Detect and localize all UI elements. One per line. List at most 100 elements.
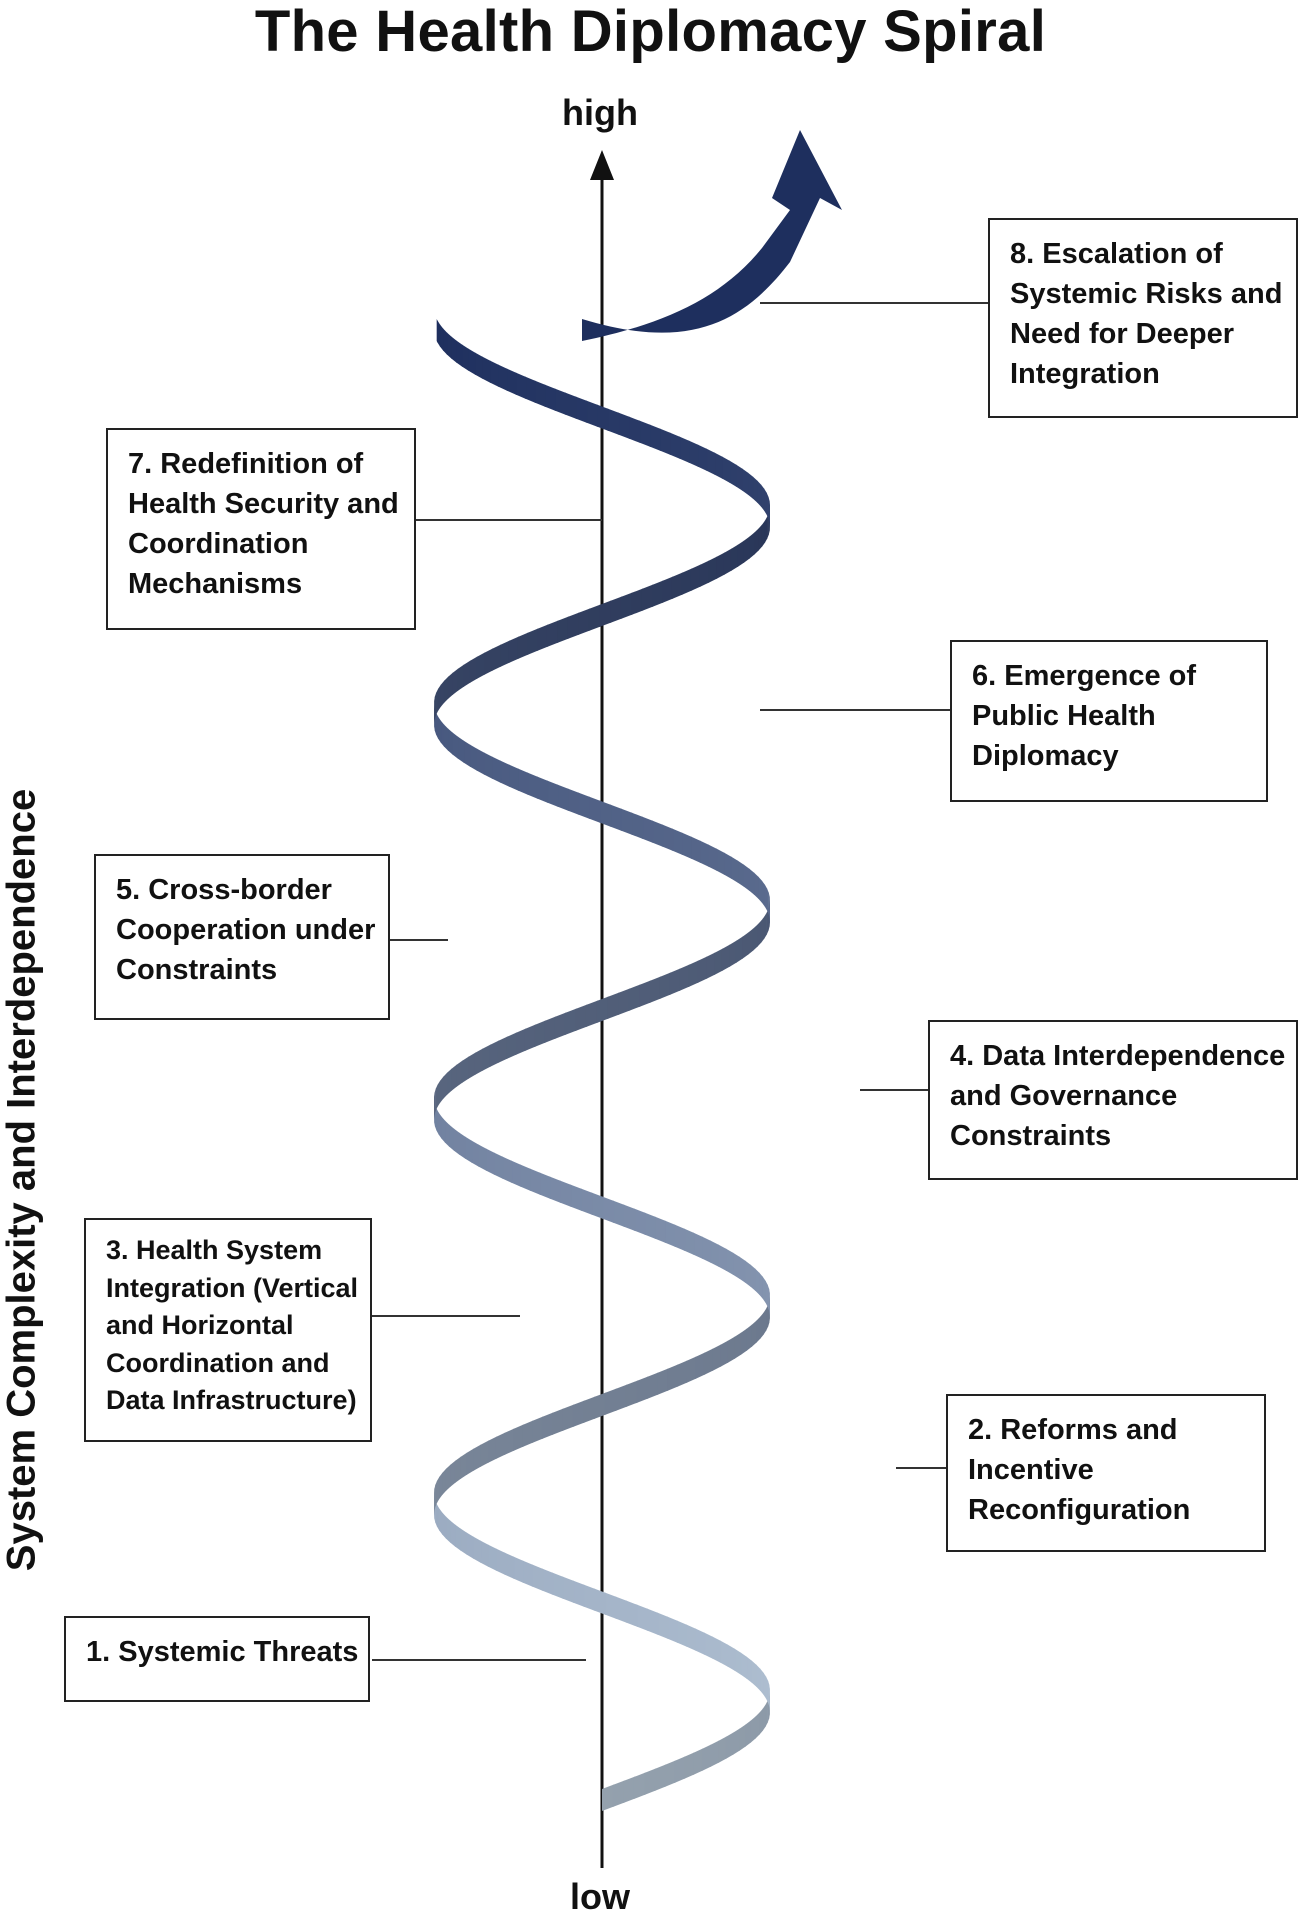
- spiral-segment: [688, 960, 699, 987]
- spiral-segment: [454, 1456, 462, 1483]
- spiral-segment: [466, 1532, 474, 1559]
- spiral-segment: [755, 1664, 761, 1691]
- spiral-segment: [460, 1452, 468, 1479]
- spiral-segment: [440, 680, 445, 707]
- spiral-segment: [476, 748, 485, 775]
- spiral-segment: [654, 1764, 667, 1791]
- stage-4-line-1: 4. Data Interdependence: [950, 1040, 1286, 1072]
- spiral-segment: [719, 1640, 729, 1667]
- spiral-segment: [747, 472, 754, 499]
- spiral-segment: [544, 1016, 557, 1043]
- spiral-segment: [708, 556, 718, 583]
- stage-4-line-3: Constraints: [950, 1120, 1112, 1152]
- stage-box-7: 7. Redefinition of Health Security and C…: [106, 428, 416, 630]
- spiral-segment: [699, 840, 710, 867]
- spiral-segment: [577, 792, 590, 819]
- spiral-segment: [442, 1512, 447, 1539]
- spiral-segment: [446, 1068, 452, 1095]
- spiral-segment: [754, 1268, 760, 1295]
- spiral-segment: [497, 1036, 508, 1063]
- spiral-segment: [752, 476, 758, 503]
- stage-box-8: 8. Escalation of Systemic Risks and Need…: [988, 218, 1298, 418]
- spiral-segment: [742, 932, 749, 959]
- spiral-segment: [769, 1288, 770, 1315]
- spiral-segment: [474, 1048, 484, 1075]
- spiral-segment: [554, 388, 567, 415]
- spiral-segment: [686, 1356, 697, 1383]
- spiral-segment: [448, 1124, 455, 1151]
- spiral-segment: [434, 1088, 436, 1115]
- spiral-segment: [679, 964, 690, 991]
- spiral-segment: [710, 1740, 720, 1767]
- spiral-segment: [765, 1700, 768, 1727]
- spiral-segment: [529, 1168, 541, 1195]
- spiral-segment: [437, 716, 442, 743]
- spiral-segment: [517, 768, 529, 795]
- stage-6-line-2: Public Health: [972, 700, 1156, 732]
- spiral-segment: [515, 372, 527, 399]
- spiral-segment: [717, 1244, 727, 1271]
- spiral-segment: [452, 668, 459, 695]
- spiral-segment: [767, 1284, 770, 1311]
- spiral-segment: [716, 848, 725, 875]
- stage-6-line-3: Diplomacy: [972, 740, 1119, 772]
- spiral-segment: [734, 1332, 742, 1359]
- spiral-segment: [748, 868, 755, 895]
- connector-lines: [372, 302, 988, 1661]
- spiral-segment: [562, 1404, 575, 1431]
- stage-box-1: 1. Systemic Threats: [64, 1616, 370, 1702]
- spiral-segment: [583, 1584, 596, 1611]
- stage-3-line-3: and Horizontal: [106, 1310, 294, 1340]
- spiral-segment: [591, 1192, 604, 1219]
- spiral-segment: [671, 828, 683, 855]
- spiral-segment: [701, 1744, 712, 1771]
- spiral-segment: [725, 1732, 734, 1759]
- stage-2-line-3: Reconfiguration: [968, 1494, 1191, 1526]
- spiral-segment: [467, 348, 476, 375]
- spiral-segment: [439, 1472, 443, 1499]
- spiral-segment: [690, 564, 701, 591]
- axis-high-label: high: [562, 92, 638, 133]
- stage-7-line-2: Health Security and: [128, 488, 399, 520]
- spiral-segment: [452, 732, 459, 759]
- spiral-segment: [536, 776, 549, 803]
- spiral-segment: [744, 1720, 752, 1747]
- spiral-segment: [737, 540, 745, 567]
- spiral-segment: [436, 1476, 440, 1503]
- spiral-segment: [707, 844, 718, 871]
- spiral-segment: [601, 1196, 615, 1223]
- spiral-segment: [534, 380, 546, 407]
- spiral-segment: [758, 524, 763, 551]
- spiral-segment: [725, 1248, 734, 1275]
- spiral-segment: [738, 1256, 746, 1283]
- spiral-segment: [710, 1240, 720, 1267]
- spiral-segment: [766, 492, 769, 519]
- spiral-segment: [763, 1672, 767, 1699]
- spiral-segment: [572, 1580, 585, 1607]
- spiral-segment: [628, 984, 641, 1011]
- spiral-segment: [705, 448, 716, 475]
- spiral-segment: [449, 1520, 456, 1547]
- spiral-segment: [504, 1552, 515, 1579]
- spiral-segment: [701, 1236, 712, 1263]
- spiral-segment: [596, 996, 609, 1023]
- spiral-segment: [669, 432, 681, 459]
- spiral-segment: [483, 648, 493, 675]
- spiral-segment: [759, 1272, 763, 1299]
- spiral-segment: [510, 1160, 522, 1187]
- spiral-segment: [536, 624, 549, 651]
- spiral-segment: [436, 319, 438, 343]
- spiral-segment: [757, 920, 762, 947]
- spiral-segment: [442, 328, 448, 355]
- spiral-segment: [685, 1624, 697, 1651]
- spiral-segment: [746, 1656, 753, 1683]
- spiral-segment: [435, 1480, 438, 1507]
- stage-box-4: 4. Data Interdependence and Governance C…: [928, 1020, 1298, 1180]
- spiral-segment: [666, 1616, 678, 1643]
- spiral-segment: [620, 808, 633, 835]
- spiral-segment: [646, 1608, 659, 1635]
- spiral-segment: [556, 784, 569, 811]
- spiral-segment: [456, 340, 463, 367]
- spiral-segment: [531, 1564, 544, 1591]
- spiral-segment: [580, 1188, 593, 1215]
